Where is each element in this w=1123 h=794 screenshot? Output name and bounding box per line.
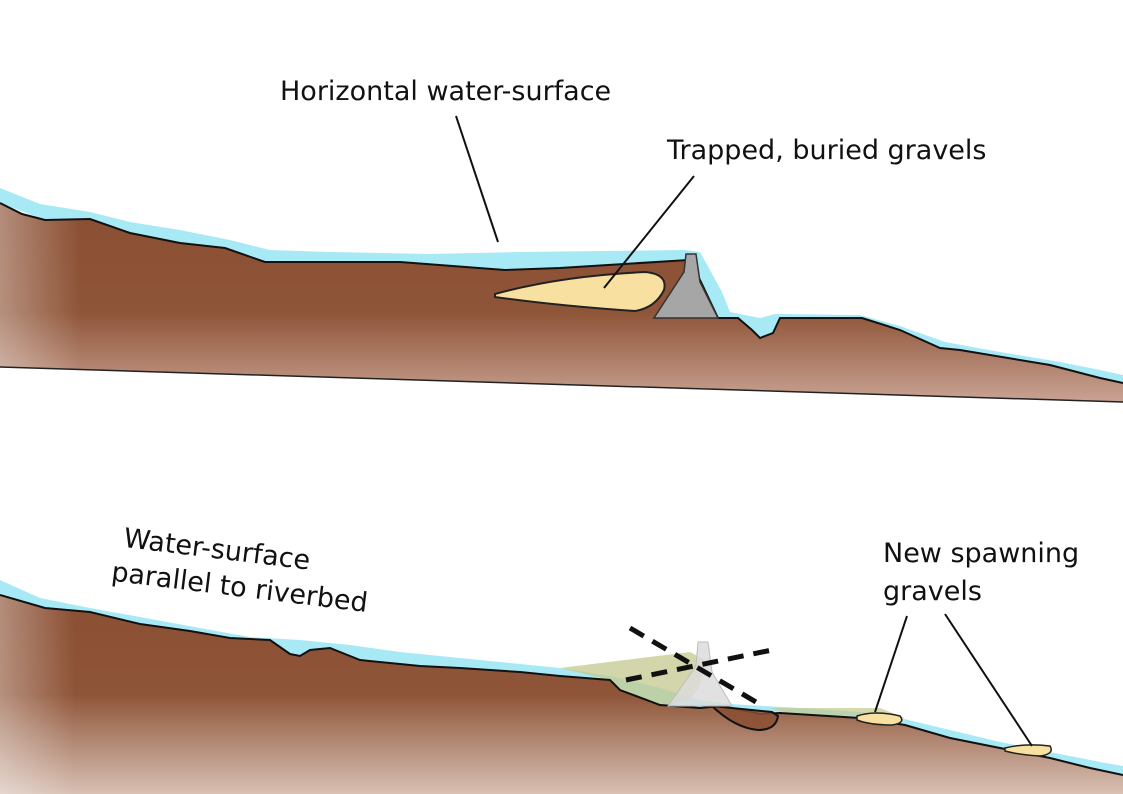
leader-line-spawning-gravel-1 bbox=[874, 615, 908, 713]
bottom-riverbed-fade bbox=[0, 595, 300, 794]
removed-dam-ghost bbox=[667, 641, 733, 707]
new-spawning-gravels-label: New spawning gravels bbox=[883, 535, 1079, 611]
new-gravel-deposit-1 bbox=[856, 712, 903, 726]
scour-pool bbox=[709, 704, 780, 732]
dam-structure bbox=[652, 253, 720, 319]
new-spawning-gravels-label-line2: gravels bbox=[883, 575, 982, 607]
leader-line-horizontal-water bbox=[455, 115, 499, 243]
trapped-gravel-deposit bbox=[494, 270, 666, 313]
bottom-panel bbox=[0, 580, 1123, 794]
top-riverbed-base-line bbox=[0, 366, 1123, 403]
trapped-gravels-label: Trapped, buried gravels bbox=[667, 135, 987, 166]
new-spawning-gravels-label-line1: New spawning bbox=[883, 538, 1080, 569]
leader-line-trapped-gravel bbox=[603, 175, 695, 289]
top-panel bbox=[0, 188, 1123, 403]
leader-line-spawning-gravel-2 bbox=[944, 613, 1033, 747]
horizontal-water-surface-label: Horizontal water-surface bbox=[280, 76, 612, 107]
new-gravel-deposit-2 bbox=[1004, 744, 1052, 757]
top-riverbed-fade bbox=[0, 203, 320, 380]
